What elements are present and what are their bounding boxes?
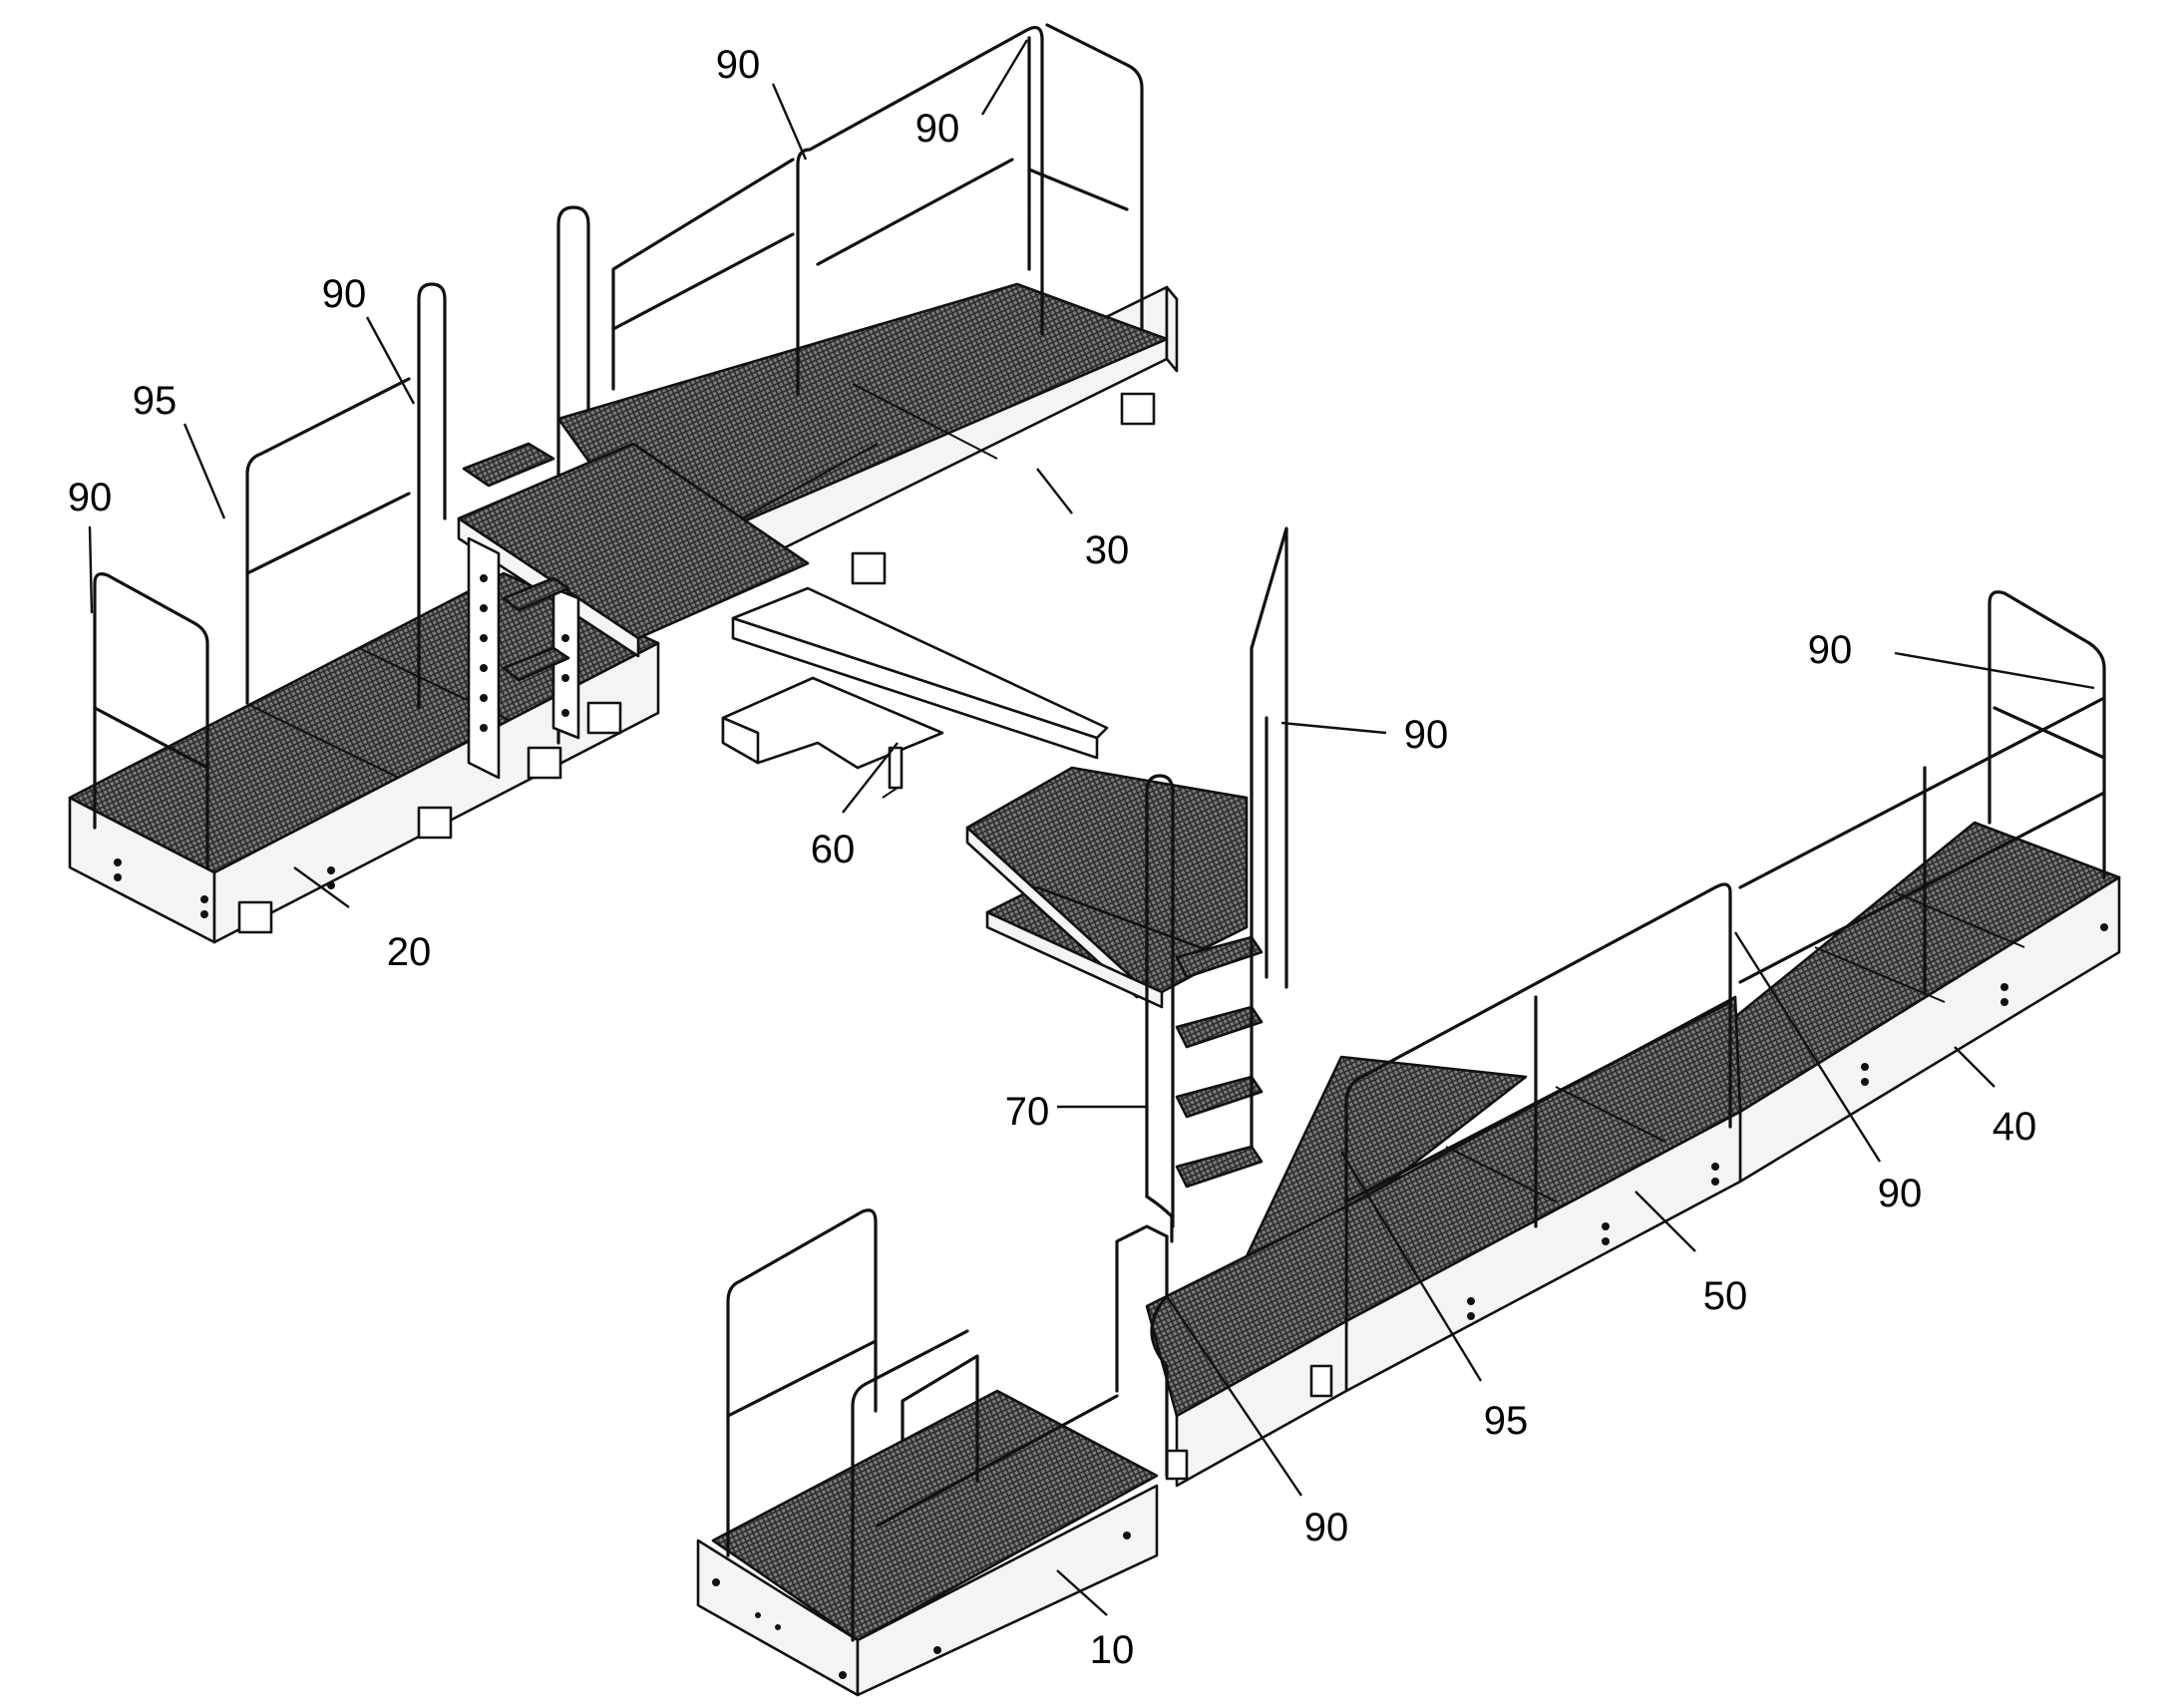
link-plate-60	[721, 586, 1109, 799]
handrail-50	[1344, 882, 1732, 1328]
callout-60: 60	[811, 828, 856, 871]
callout-90: 90	[1808, 628, 1853, 672]
platform-10	[696, 1389, 1159, 1697]
platform-30	[556, 282, 1179, 612]
callout-90: 90	[1878, 1172, 1923, 1215]
callout-70: 70	[1005, 1090, 1050, 1134]
leader-lines	[88, 39, 2095, 1616]
platform-20	[68, 571, 660, 944]
platform-40	[1733, 821, 2121, 1184]
callout-95: 95	[133, 379, 178, 423]
callout-90: 90	[915, 107, 960, 151]
callout-labels: 90 90 90 95 90 30 90 90 60 20 70 40 90 5…	[68, 43, 2037, 1672]
callout-90: 90	[322, 272, 367, 316]
callout-50: 50	[1703, 1274, 1748, 1318]
handrail-20-side	[245, 205, 590, 745]
stair-unit-70	[965, 526, 1288, 1243]
callout-30: 30	[1085, 528, 1130, 572]
callout-10: 10	[1090, 1628, 1135, 1672]
callout-95: 95	[1484, 1399, 1529, 1443]
platform-50	[1344, 995, 1742, 1393]
callout-90: 90	[1304, 1506, 1349, 1549]
handrail-30	[611, 23, 1144, 396]
callout-40: 40	[1993, 1105, 2037, 1149]
callout-90: 90	[68, 476, 113, 519]
lower-connector	[1145, 1204, 1348, 1488]
handrail-10	[726, 1208, 1169, 1642]
callout-90: 90	[716, 43, 761, 87]
callout-90: 90	[1404, 713, 1449, 757]
handrail-20-end	[93, 572, 209, 869]
callout-20: 20	[387, 930, 432, 974]
stair-treads	[1175, 935, 1264, 1189]
handrail-40	[1738, 590, 2106, 994]
central-deck	[457, 442, 810, 780]
